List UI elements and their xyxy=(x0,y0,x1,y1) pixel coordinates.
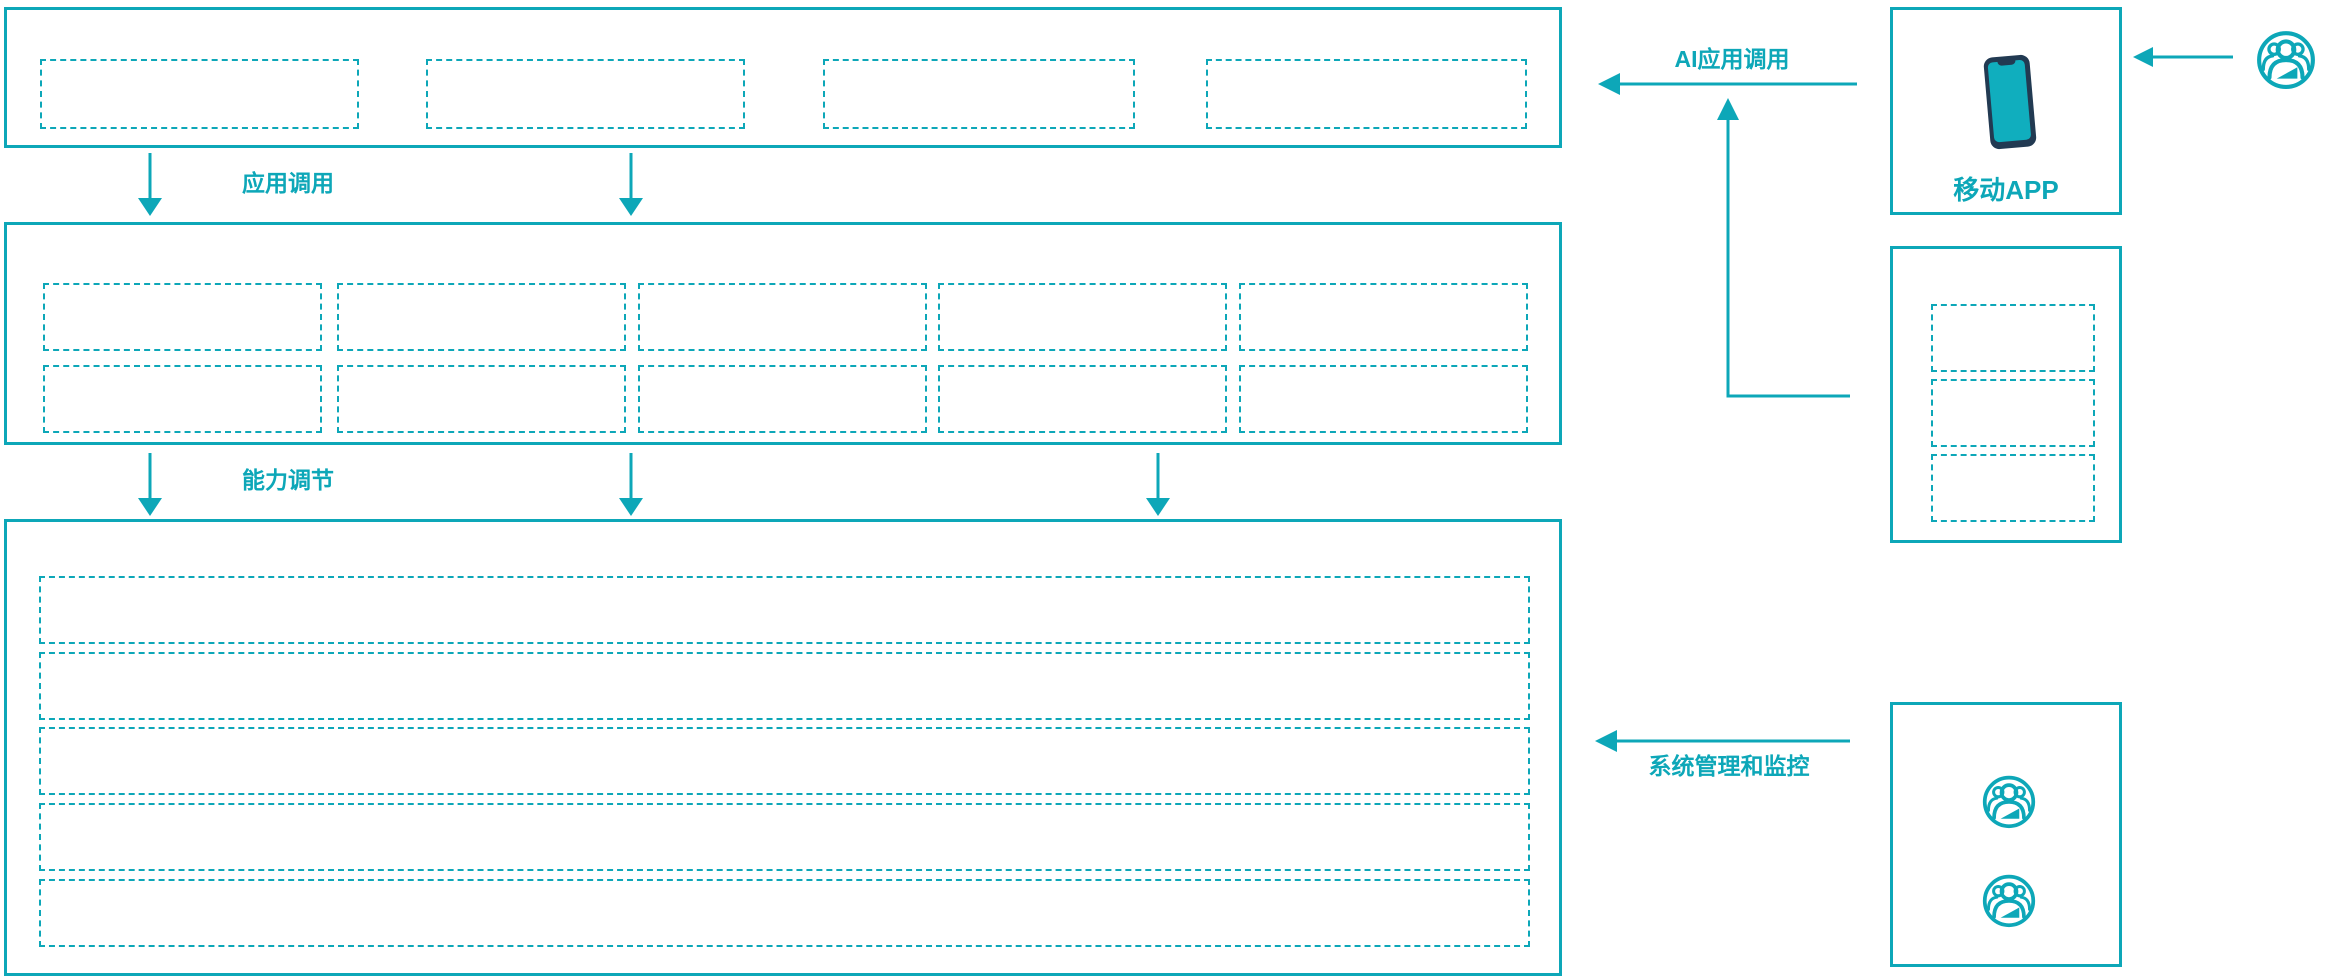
placeholder-row xyxy=(39,727,1530,795)
placeholder-box xyxy=(638,283,927,351)
admin-panel-box xyxy=(1890,702,2122,967)
placeholder-box xyxy=(1206,59,1527,129)
ai-app-call-arrow xyxy=(1598,73,1857,95)
placeholder-box xyxy=(426,59,745,129)
placeholder-box xyxy=(1931,304,2095,372)
app-call-arrow-2 xyxy=(619,153,643,216)
placeholder-box xyxy=(43,283,322,351)
placeholder-box xyxy=(938,283,1227,351)
capability-adjust-label: 能力调节 xyxy=(242,467,334,493)
placeholder-box xyxy=(337,365,626,433)
users-icon xyxy=(1981,773,2037,829)
app-call-arrow-1 xyxy=(138,153,162,216)
placeholder-box xyxy=(1239,283,1528,351)
capability-arrow-3 xyxy=(1146,453,1170,516)
users-icon xyxy=(2255,28,2317,90)
system-monitor-arrow xyxy=(1595,730,1850,752)
capability-arrow-1 xyxy=(138,453,162,516)
users-icon xyxy=(1981,872,2037,928)
placeholder-box xyxy=(1931,454,2095,522)
placeholder-box xyxy=(938,365,1227,433)
mobile-app-label: 移动APP xyxy=(1953,175,2059,205)
placeholder-box xyxy=(40,59,359,129)
ai-app-call-label: AI应用调用 xyxy=(1674,46,1790,72)
placeholder-row xyxy=(39,803,1530,871)
placeholder-box xyxy=(1239,365,1528,433)
bottom-layer-box xyxy=(4,519,1562,976)
side-panel-box xyxy=(1890,246,2122,543)
placeholder-box xyxy=(638,365,927,433)
user-to-app-arrow xyxy=(2133,47,2233,67)
placeholder-box xyxy=(823,59,1135,129)
placeholder-row xyxy=(39,576,1530,644)
system-monitor-label: 系统管理和监控 xyxy=(1648,753,1810,779)
placeholder-row xyxy=(39,879,1530,947)
placeholder-box xyxy=(337,283,626,351)
middle-layer-box xyxy=(4,222,1562,445)
side-panel-up-arrow xyxy=(1717,98,1850,398)
placeholder-box xyxy=(43,365,322,433)
smartphone-icon xyxy=(1983,54,2037,150)
top-layer-box xyxy=(4,7,1562,148)
capability-arrow-2 xyxy=(619,453,643,516)
placeholder-box xyxy=(1931,379,2095,447)
app-call-label: 应用调用 xyxy=(242,170,334,196)
mobile-app-box: 移动APP xyxy=(1890,7,2122,215)
placeholder-row xyxy=(39,652,1530,720)
